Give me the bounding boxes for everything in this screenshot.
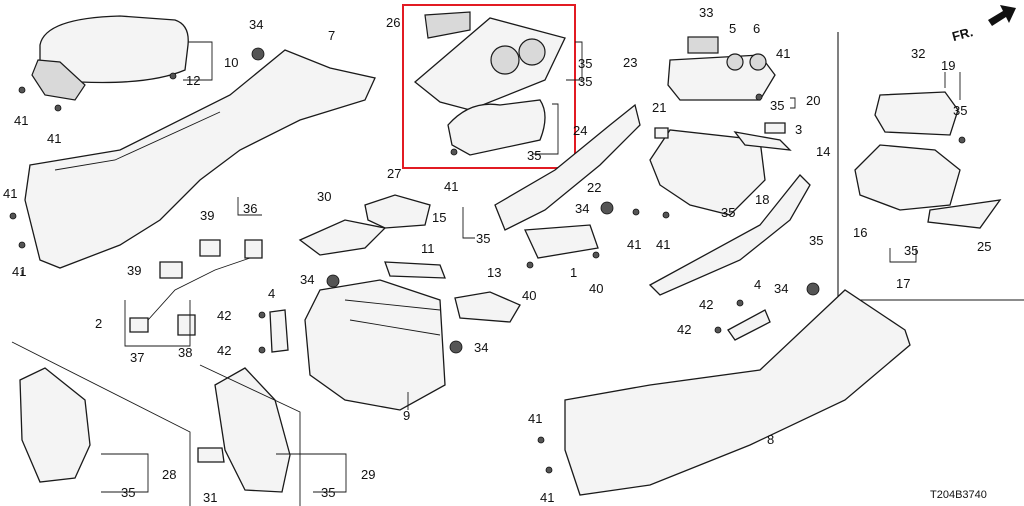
callout-17: 17 (896, 276, 910, 291)
callout-42: 42 (677, 322, 691, 337)
callout-31: 31 (203, 490, 217, 505)
switch-panel-part (667, 36, 776, 101)
callout-36: 36 (243, 201, 257, 216)
callout-39: 39 (127, 263, 141, 278)
callout-35: 35 (121, 485, 135, 500)
highlight-box (402, 4, 576, 169)
diagram-code: T204B3740 (930, 489, 987, 501)
callout-11: 11 (421, 241, 435, 256)
callout-35: 35 (321, 485, 335, 500)
callout-33: 33 (699, 5, 713, 20)
callout-9: 9 (403, 408, 410, 423)
callout-25: 25 (977, 239, 991, 254)
callout-14: 14 (816, 144, 830, 159)
long-trim-part (648, 174, 811, 296)
callout-34: 34 (774, 281, 788, 296)
callout-35: 35 (809, 233, 823, 248)
callout-34: 34 (575, 201, 589, 216)
callout-10: 10 (224, 55, 238, 70)
callout-34: 34 (249, 17, 263, 32)
side-cover-28-part (19, 367, 91, 483)
callout-35: 35 (953, 103, 967, 118)
front-direction-indicator: FR. (950, 5, 1016, 44)
callout-35: 35 (770, 98, 784, 113)
console-side-panel-part (24, 49, 376, 269)
armrest-lid-part (31, 15, 189, 101)
callout-41: 41 (3, 186, 17, 201)
callout-40: 40 (589, 281, 603, 296)
callout-39: 39 (200, 208, 214, 223)
callout-26: 26 (386, 15, 400, 30)
callout-4: 4 (754, 277, 761, 292)
callout-23: 23 (623, 55, 637, 70)
callouts: 1 2 3 4 4 5 6 7 8 9 10 11 12 13 14 15 16… (3, 5, 991, 505)
leader-lines (11, 41, 961, 506)
callout-8: 8 (767, 432, 774, 447)
callout-13: 13 (487, 265, 501, 280)
callout-18: 18 (755, 192, 769, 207)
callout-27: 27 (387, 166, 401, 181)
callout-41: 41 (14, 113, 28, 128)
callout-30: 30 (317, 189, 331, 204)
callout-42: 42 (217, 343, 231, 358)
callout-35: 35 (904, 243, 918, 258)
callout-16: 16 (853, 225, 867, 240)
callout-41: 41 (528, 411, 542, 426)
callout-42: 42 (699, 297, 713, 312)
cup-holder-trim-part (413, 11, 566, 156)
callout-6: 6 (753, 21, 760, 36)
callout-41: 41 (776, 46, 790, 61)
callout-35: 35 (721, 205, 735, 220)
side-trim-part (494, 103, 641, 231)
direction-label: FR. (950, 24, 974, 44)
callout-19: 19 (941, 58, 955, 73)
callout-35: 35 (578, 74, 592, 89)
callout-35: 35 (578, 56, 592, 71)
lower-cover-part (564, 289, 911, 496)
callout-32: 32 (911, 46, 925, 61)
callout-42: 42 (217, 308, 231, 323)
callout-4: 4 (268, 286, 275, 301)
callout-1: 1 (570, 265, 577, 280)
callout-40: 40 (522, 288, 536, 303)
tray-part (298, 194, 431, 256)
callout-20: 20 (806, 93, 820, 108)
callout-21: 21 (652, 100, 666, 115)
callout-41: 41 (656, 237, 670, 252)
small-parts (129, 122, 792, 463)
callout-28: 28 (162, 467, 176, 482)
callout-34: 34 (474, 340, 488, 355)
callout-29: 29 (361, 467, 375, 482)
callout-7: 7 (328, 28, 335, 43)
callout-3: 3 (795, 122, 802, 137)
shift-surround-part (649, 129, 766, 216)
callout-41: 41 (540, 490, 554, 505)
callout-41: 41 (444, 179, 458, 194)
side-cover-29-part (214, 367, 291, 493)
callout-37: 37 (130, 350, 144, 365)
inset-console-part (854, 91, 1002, 229)
callout-38: 38 (178, 345, 192, 360)
callout-12: 12 (186, 73, 200, 88)
callout-34: 34 (300, 272, 314, 287)
callout-41: 41 (12, 264, 26, 279)
callout-35: 35 (476, 231, 490, 246)
callout-15: 15 (432, 210, 446, 225)
callout-22: 22 (587, 180, 601, 195)
callout-41: 41 (627, 237, 641, 252)
callout-24: 24 (573, 123, 587, 138)
callout-35: 35 (527, 148, 541, 163)
fasteners (9, 47, 966, 474)
storage-box-part (304, 279, 446, 411)
callout-5: 5 (729, 21, 736, 36)
callout-41: 41 (47, 131, 61, 146)
callout-2: 2 (95, 316, 102, 331)
